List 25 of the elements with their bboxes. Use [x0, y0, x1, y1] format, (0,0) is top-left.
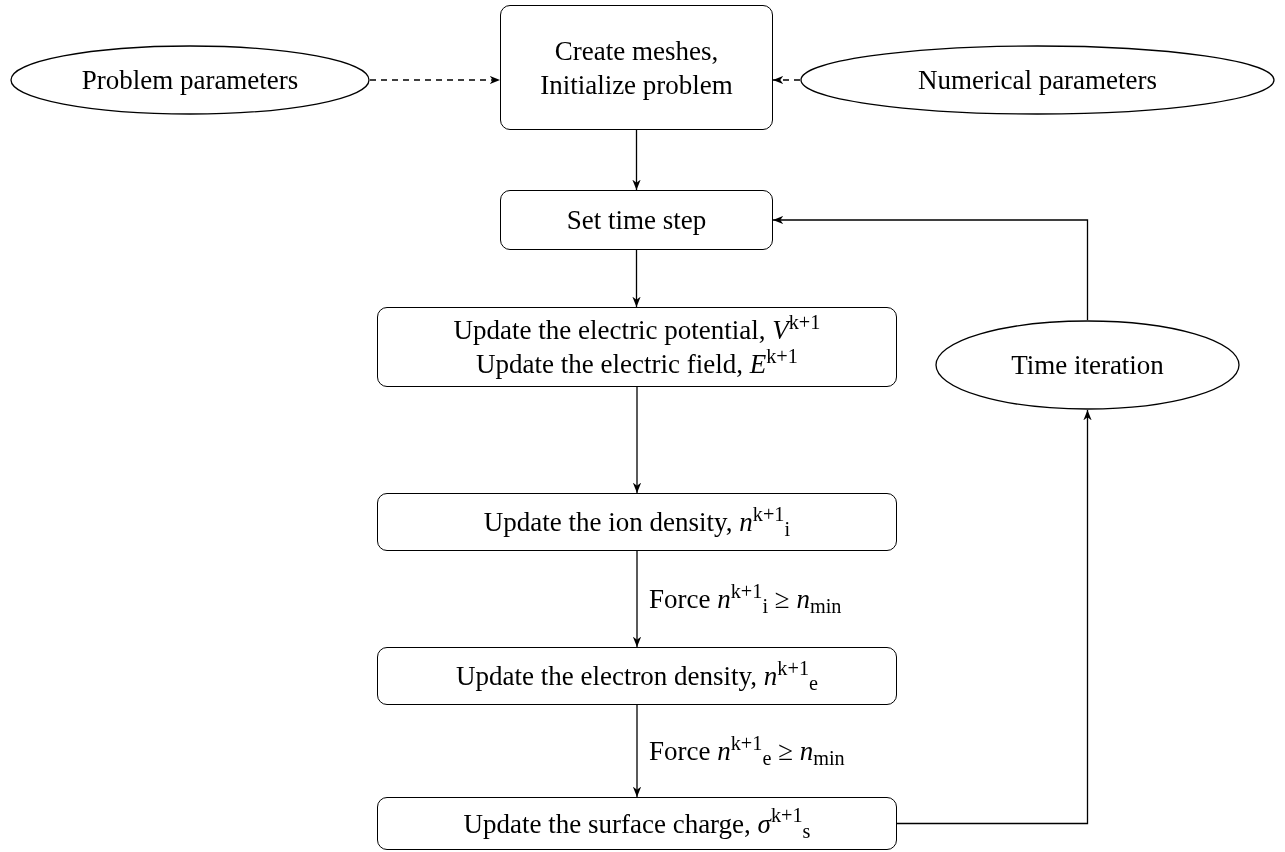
node-text: Problem parameters [80, 64, 300, 97]
arrow [772, 215, 1089, 321]
terminal-ellipse [10, 45, 370, 115]
arrow [632, 249, 641, 308]
process-box [500, 5, 773, 130]
arrow [369, 75, 501, 85]
arrow [772, 75, 801, 85]
process-box [377, 797, 897, 850]
terminal-ellipse [800, 45, 1275, 115]
terminal-ellipse [935, 320, 1240, 410]
process-box [377, 647, 897, 705]
node-text: Update the electric potential, V$^{k+1}$ [452, 313, 822, 347]
process-box [377, 307, 897, 387]
arrow [896, 409, 1092, 825]
node-text: Set time step [565, 204, 708, 237]
process-box [500, 190, 773, 250]
arrow [632, 704, 642, 798]
node-text: Create meshes, Initialize problem [539, 34, 734, 102]
arrow [632, 550, 642, 648]
node-text: Time iteration [1010, 349, 1165, 382]
process-box [377, 493, 897, 551]
node-text: Numerical parameters [916, 64, 1159, 97]
node-text: Update the electric field, E$^{k+1}$ [476, 347, 799, 381]
arrow [632, 386, 642, 494]
arrow [632, 129, 641, 191]
